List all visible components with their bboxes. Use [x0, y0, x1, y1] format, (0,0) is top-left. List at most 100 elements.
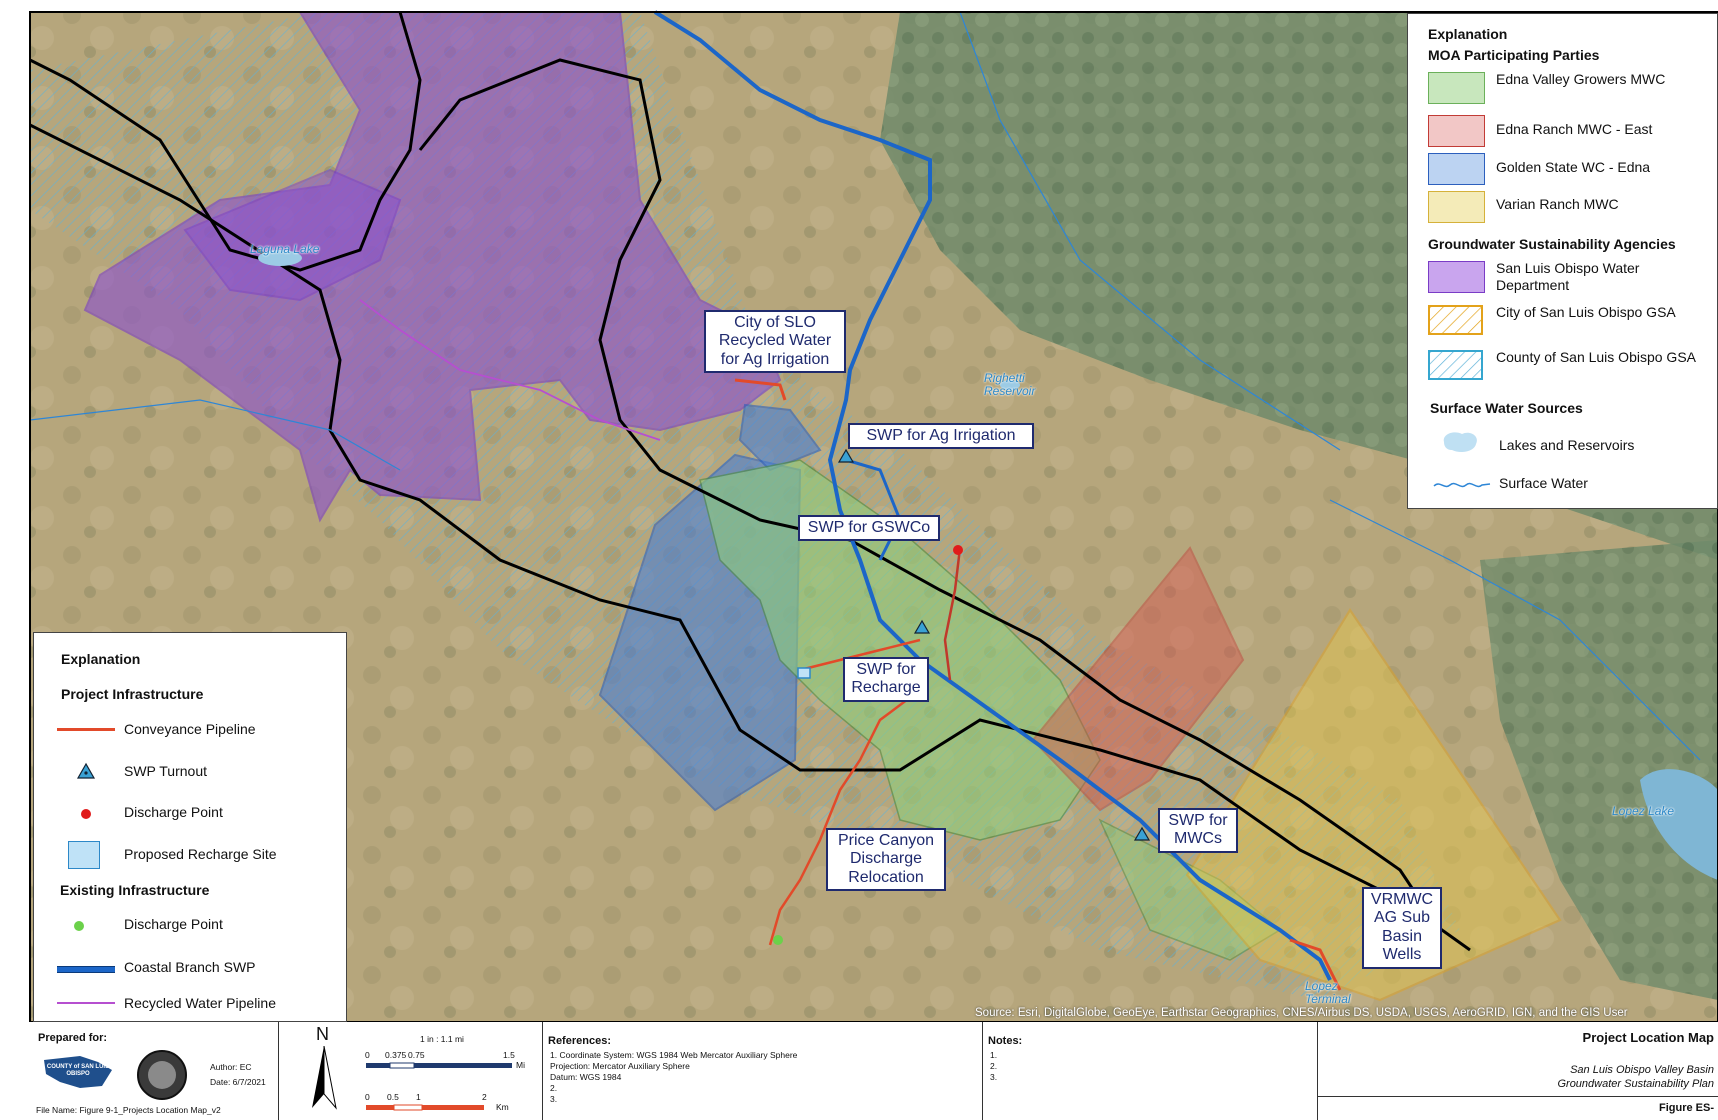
km-tick-3: 2: [482, 1092, 487, 1102]
basin-boundary-south: [29, 123, 1471, 952]
callout-price-canyon[interactable]: Price Canyon Discharge Relocation: [826, 828, 946, 892]
callout-swp-mwcs[interactable]: SWP for MWCs: [1158, 808, 1238, 853]
map-subtitle-2: Groundwater Sustainability Plan: [1557, 1078, 1714, 1090]
lakes-label: Lakes and Reservoirs: [1499, 437, 1635, 453]
map-frame: [29, 11, 1718, 1022]
lopez-lake-label: Lopez Lake: [1612, 804, 1675, 818]
legend-existing-heading: Existing Infrastructure: [60, 882, 210, 898]
slo-water-department-west: [183, 168, 402, 302]
date-text: Date: 6/7/2021: [210, 1077, 266, 1087]
legend-left-title: Explanation: [61, 651, 141, 667]
righetti-reservoir-label: Righetti Reservoir: [984, 371, 1036, 399]
north-arrow-icon: [312, 1046, 337, 1110]
callout-swp-recharge[interactable]: SWP for Recharge: [843, 657, 929, 702]
varian-label: Varian Ranch MWC: [1496, 196, 1619, 212]
scale-ratio: 1 in : 1.1 mi: [420, 1034, 464, 1044]
edna-valley-swatch: [1428, 72, 1485, 104]
lakes-icon: [1438, 428, 1482, 459]
creek-3: [1329, 499, 1701, 761]
north-letter: N: [316, 1024, 329, 1044]
slo-water-swatch: [1428, 261, 1485, 293]
recharge-site-icon: [68, 841, 100, 869]
existing-discharge-icon: [74, 921, 84, 931]
mi-scale-bar: [366, 1062, 512, 1069]
basin-boundary-west: [29, 11, 422, 272]
varian-swatch: [1428, 191, 1485, 223]
callout-slo-recycled-water[interactable]: City of SLO Recycled Water for Ag Irriga…: [704, 310, 846, 374]
edna-valley-growers-south: [1098, 818, 1282, 961]
surface-water-icon: [1432, 478, 1492, 497]
reference-1-datum: Datum: WGS 1984: [550, 1072, 622, 1082]
lopez-lake: [1640, 769, 1718, 880]
proposed-recharge-site[interactable]: [797, 667, 811, 679]
legend-moa-heading: MOA Participating Parties: [1428, 47, 1600, 63]
recycled-water-pipeline: [359, 299, 661, 441]
km-tick-0: 0: [365, 1092, 370, 1102]
map-title: Project Location Map: [1582, 1030, 1714, 1045]
swp-turnout-ag[interactable]: [837, 448, 855, 463]
creek-2: [959, 11, 1341, 451]
conveyance-pipeline-west: [799, 638, 921, 672]
map-footer: Prepared for: COUNTY of SAN LUIS OBISPO …: [0, 1022, 1718, 1120]
reference-2: 2.: [550, 1083, 558, 1093]
city-gsa-swatch: [1428, 305, 1483, 335]
recycled-label: Recycled Water Pipeline: [124, 995, 276, 1011]
reference-1-projection: Projection: Mercator Auxiliary Sphere: [550, 1061, 690, 1071]
swp-turnout-icon: [76, 762, 96, 785]
creek-1: [29, 399, 401, 471]
edna-valley-label: Edna Valley Growers MWC: [1496, 71, 1666, 87]
recharge-label: Proposed Recharge Site: [124, 846, 277, 862]
varian-ranch-mwc-area: [1185, 607, 1562, 1002]
note-1: 1.: [990, 1050, 998, 1060]
note-3: 3.: [990, 1072, 998, 1082]
legend-left: Explanation Project Infrastructure Conve…: [33, 632, 347, 1022]
edna-ranch-swatch: [1428, 115, 1485, 147]
coastal-label: Coastal Branch SWP: [124, 959, 256, 975]
golden-state-swatch: [1428, 153, 1485, 185]
note-2: 2.: [990, 1061, 998, 1071]
swp-turnout-mwcs[interactable]: [1133, 826, 1151, 841]
existing-discharge-point[interactable]: [773, 935, 783, 945]
laguna-lake-label: Laguna Lake: [250, 242, 320, 256]
title-block: Project Location Map San Luis Obispo Val…: [1317, 1022, 1718, 1120]
city-seal: [137, 1050, 187, 1100]
recycled-pipeline-icon: [57, 1002, 115, 1004]
prepared-for-label: Prepared for:: [38, 1032, 108, 1044]
author-text: Author: EC: [210, 1062, 252, 1072]
figure-number: Figure ES-: [1658, 1102, 1714, 1114]
references-cell: References: 1. Coordinate System: WGS 19…: [542, 1022, 983, 1120]
km-tick-2: 1: [416, 1092, 421, 1102]
map-source-credit: Source: Esri, DigitalGlobe, GeoEye, Eart…: [975, 1007, 1628, 1019]
callout-swp-ag-irrigation[interactable]: SWP for Ag Irrigation: [848, 423, 1034, 450]
conveyance-pipeline-slo: [734, 378, 787, 401]
existing-discharge-label: Discharge Point: [124, 916, 223, 932]
mi-tick-2: 0.75: [408, 1050, 425, 1060]
conveyance-label: Conveyance Pipeline: [124, 721, 256, 737]
edna-ranch-label: Edna Ranch MWC - East: [1496, 121, 1653, 137]
legend-project-heading: Project Infrastructure: [61, 686, 204, 702]
edna-valley-growers-area: [699, 459, 1101, 841]
county-logo: COUNTY of SAN LUIS OBISPO: [40, 1052, 116, 1092]
slo-water-label: San Luis Obispo Water Department: [1496, 260, 1640, 293]
scale-cell: N 1 in : 1.1 mi 0 0.375 0.75 1.5 Mi 0 0.…: [278, 1022, 543, 1120]
mi-unit: Mi: [516, 1060, 525, 1070]
callout-swp-gswco[interactable]: SWP for GSWCo: [798, 515, 940, 542]
notes-cell: Notes: 1. 2. 3.: [982, 1022, 1318, 1120]
laguna-lake-shape: [258, 250, 302, 266]
mi-tick-3: 1.5: [503, 1050, 515, 1060]
conveyance-pipeline-price-canyon: [768, 689, 921, 946]
righetti-reservoir-shape: [1000, 380, 1020, 390]
legend-sw-heading: Surface Water Sources: [1430, 400, 1583, 416]
swp-turnout-recharge[interactable]: [913, 619, 931, 634]
conveyance-pipeline-recharge: [943, 547, 962, 681]
legend-gsa-heading: Groundwater Sustainability Agencies: [1428, 236, 1676, 252]
conveyance-line-icon: [57, 728, 115, 731]
callout-vrmwc-wells[interactable]: VRMWC AG Sub Basin Wells: [1362, 887, 1442, 969]
file-name-text: File Name: Figure 9-1_Projects Location …: [36, 1105, 221, 1115]
county-logo-text: COUNTY of SAN LUIS OBISPO: [46, 1064, 110, 1077]
reference-3: 3.: [550, 1094, 558, 1104]
proposed-discharge-point[interactable]: [953, 545, 963, 555]
conveyance-pipeline-vrmwc: [1289, 938, 1342, 991]
edna-ranch-mwc-area: [1031, 546, 1245, 812]
km-unit: Km: [496, 1102, 509, 1112]
